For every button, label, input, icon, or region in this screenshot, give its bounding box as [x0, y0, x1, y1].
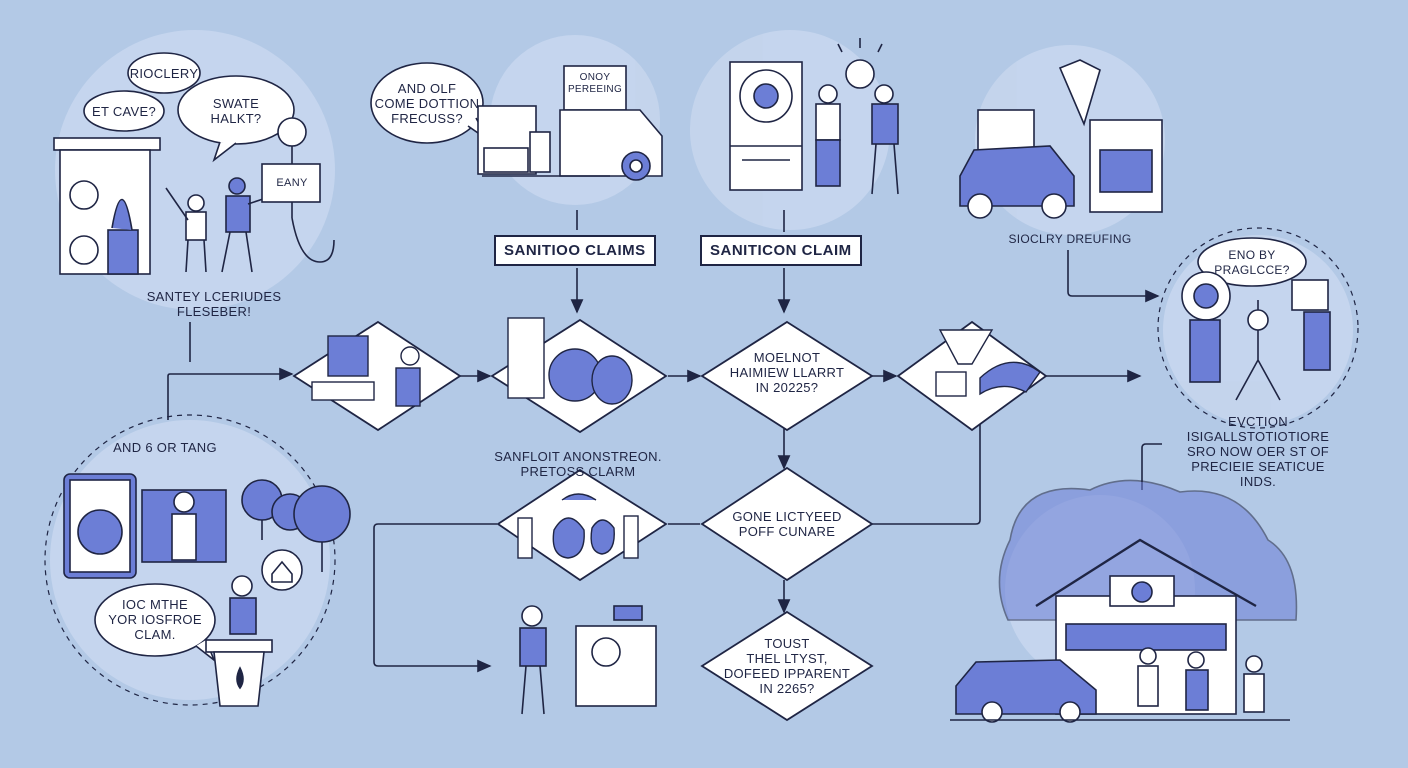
bubble-bottom-left [94, 583, 216, 657]
label-mid-left: AND 6 OR TANG [113, 440, 217, 455]
bubble-tl-2 [83, 90, 165, 132]
mascot-robot-illustration [1181, 271, 1331, 401]
computer-desk-illustration [311, 335, 421, 407]
car-kiosk-illustration [959, 59, 1163, 219]
dashed-circles [44, 227, 1359, 706]
podium-person-illustration [205, 575, 273, 707]
connector-lines [167, 210, 1162, 673]
bags-illustration [507, 317, 633, 405]
truck-machine-illustration [477, 65, 663, 181]
bubble-right [1197, 237, 1307, 287]
hanging-device-icon [261, 117, 335, 263]
worker-window-illustration [141, 489, 227, 563]
people-group-illustration [815, 38, 899, 195]
label-center: SANFLOIT ANONSTREON.PRETOSS CLARM [494, 449, 662, 479]
house-scene-illustration [950, 479, 1298, 723]
box-saniticon-claim: SANITICON CLAIM [700, 235, 862, 266]
bubble-tl-1 [127, 52, 201, 94]
tablet-illustration [63, 473, 137, 579]
bubble-top-center [370, 62, 484, 144]
bubble-tl-3-tail [212, 141, 237, 163]
speech-bubbles [83, 52, 1307, 663]
diamond-question-2 [700, 466, 874, 582]
drops-illustration [517, 493, 639, 559]
diamond-question-1 [700, 320, 874, 432]
house-leaf-icon [261, 549, 303, 591]
bubble-tl-1-text: RIOCLERY [129, 66, 199, 81]
fridge-illustration [729, 61, 803, 191]
trees-illustration [241, 479, 351, 572]
diamond-drops [496, 468, 668, 582]
booth-illustration [53, 137, 161, 275]
diamond-computer [292, 320, 462, 432]
kids-illustration [165, 177, 273, 273]
bubble-tl-2-text: ET CAVE? [91, 104, 157, 119]
person-tablet-illustration [519, 605, 657, 715]
diamond-question-3 [700, 610, 874, 722]
sign-left-text: EANY [276, 177, 308, 189]
lamp-illustration [935, 329, 1041, 397]
diamond-lamp [896, 320, 1048, 432]
label-top-right: SIOCLRY DREUFING [1008, 232, 1132, 246]
box-sanitioo-claims: SANITIOO CLAIMS [494, 235, 656, 266]
